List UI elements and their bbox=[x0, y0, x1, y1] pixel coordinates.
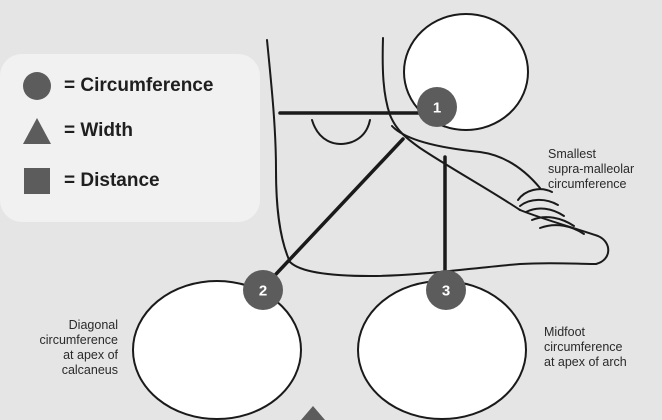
marker-3: 3 bbox=[426, 270, 466, 310]
circle-diagonal bbox=[132, 280, 302, 420]
caption-diagonal-line-3: at apex of bbox=[63, 348, 118, 362]
caption-midfoot-line-1: Midfoot bbox=[544, 325, 585, 339]
square-icon bbox=[22, 166, 52, 196]
legend-item-width: = Width bbox=[22, 116, 133, 146]
marker-1-number: 1 bbox=[433, 100, 441, 117]
caption-midfoot: Midfoot circumference at apex of arch bbox=[544, 325, 627, 370]
caption-diagonal-line-1: Diagonal bbox=[68, 318, 118, 332]
legend-item-distance: = Distance bbox=[22, 166, 160, 196]
caption-diagonal-line-2: circumference bbox=[39, 333, 119, 347]
circumference-circles bbox=[132, 13, 529, 420]
marker-2-number: 2 bbox=[259, 283, 267, 300]
marker-1: 1 bbox=[417, 87, 457, 127]
caption-supra-malleolar: Smallest supra-malleolar circumference bbox=[548, 147, 634, 192]
measurement-lines bbox=[260, 111, 447, 291]
triangle-icon bbox=[22, 116, 52, 146]
legend-label-width: = Width bbox=[64, 120, 133, 141]
caption-supra-line-2: supra-malleolar bbox=[548, 162, 635, 176]
legend-item-circumference: = Circumference bbox=[22, 71, 213, 101]
marker-3-circle bbox=[426, 270, 466, 310]
legend-panel: = Circumference = Width = Distance bbox=[0, 54, 260, 222]
marker-1-circle bbox=[417, 87, 457, 127]
caption-diagonal: Diagonal circumference at apex of calcan… bbox=[40, 318, 119, 378]
caption-midfoot-line-2: circumference bbox=[544, 340, 623, 354]
caption-midfoot-line-3: at apex of arch bbox=[544, 355, 627, 369]
circle-icon bbox=[22, 71, 52, 101]
marker-3-number: 3 bbox=[442, 283, 450, 300]
legend-label-distance: = Distance bbox=[64, 170, 160, 191]
width-triangle-marker bbox=[301, 406, 325, 420]
diagonal-line bbox=[260, 137, 405, 291]
caption-supra-line-3: circumference bbox=[548, 177, 627, 191]
marker-2-circle bbox=[243, 270, 283, 310]
marker-2: 2 bbox=[243, 270, 283, 310]
caption-supra-line-1: Smallest bbox=[548, 147, 596, 161]
legend-label-circumference: = Circumference bbox=[64, 75, 214, 96]
caption-diagonal-line-4: calcaneus bbox=[61, 363, 118, 377]
